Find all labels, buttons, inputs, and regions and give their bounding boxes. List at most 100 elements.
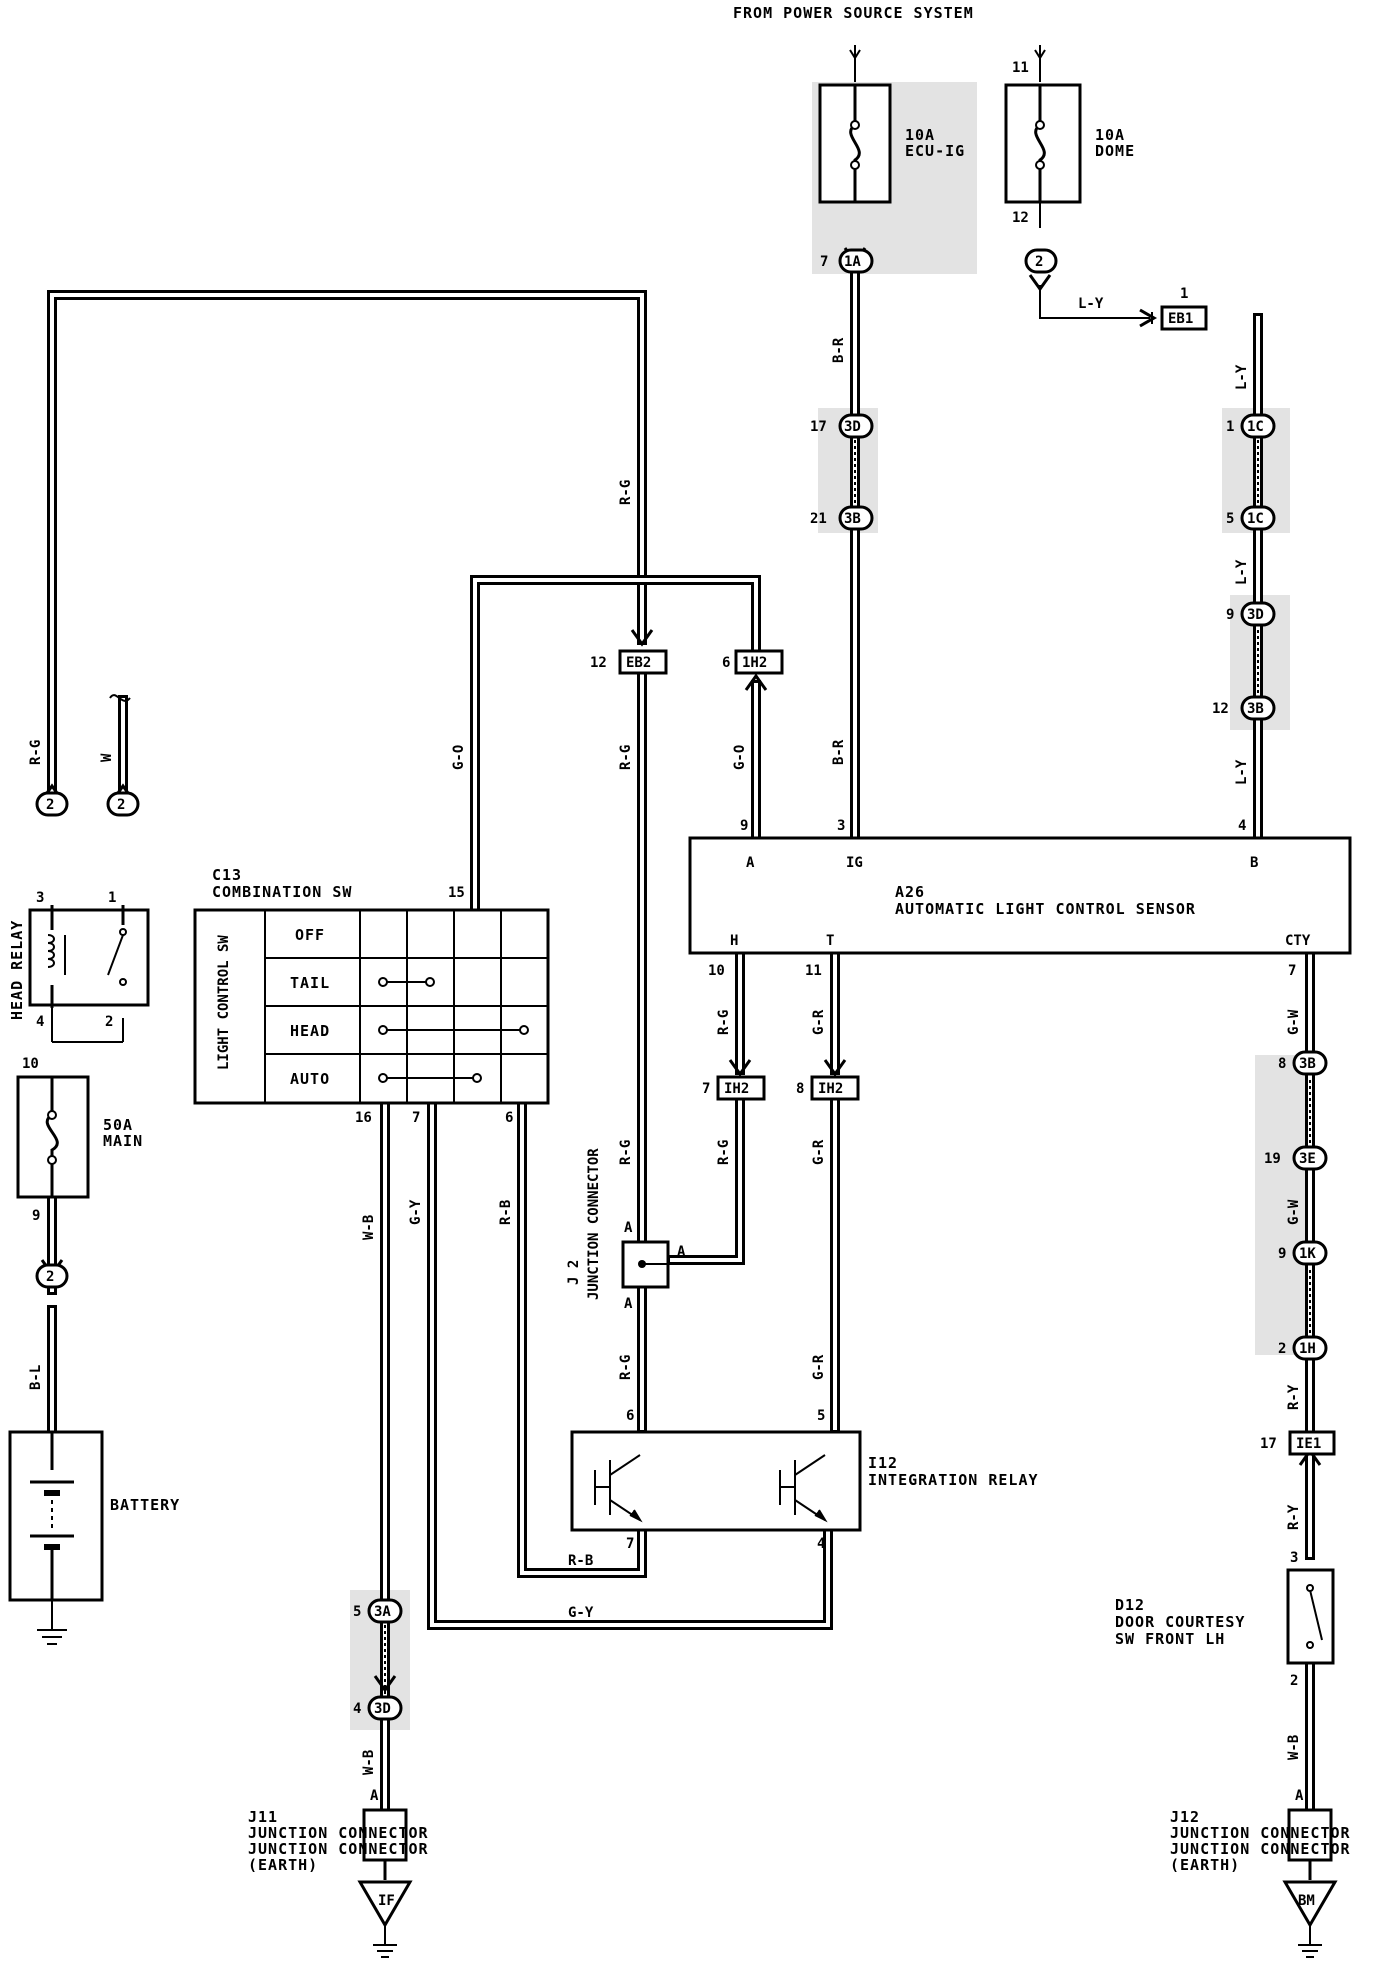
- auto-light-sensor: A IG B H T CTY A26 AUTOMATIC LIGHT CONTR…: [688, 818, 1352, 979]
- combo-pin-15: 15: [448, 885, 465, 901]
- svg-text:3D: 3D: [1247, 607, 1264, 623]
- svg-text:B-R: B-R: [831, 739, 847, 765]
- combo-pin-6: 6: [505, 1110, 513, 1126]
- connector-3E: 3E 19: [1264, 1145, 1328, 1171]
- ir-pin-4: 4: [817, 1536, 825, 1552]
- svg-text:G-R: G-R: [811, 1354, 827, 1380]
- connector-1H: 1H 2: [1278, 1335, 1328, 1361]
- svg-text:IH2: IH2: [724, 1081, 749, 1097]
- door-sw-code: D12: [1115, 1596, 1145, 1614]
- combo-pin-7: 7: [412, 1110, 420, 1126]
- svg-text:JUNCTION CONNECTOR: JUNCTION CONNECTOR: [1170, 1824, 1351, 1842]
- svg-text:G-Y: G-Y: [568, 1605, 594, 1621]
- sensor-pin-A: 9: [740, 818, 748, 834]
- sensor-term-CTY: CTY: [1285, 933, 1311, 949]
- combination-switch: C13 COMBINATION SW 15 OFF TAIL HEAD AUTO…: [193, 866, 550, 1126]
- svg-text:R-Y: R-Y: [1286, 1504, 1302, 1530]
- ir-pin-6: 6: [626, 1408, 634, 1424]
- combo-code: C13: [212, 866, 242, 884]
- svg-text:R-Y: R-Y: [1286, 1384, 1302, 1410]
- pos-head: HEAD: [290, 1022, 330, 1040]
- svg-text:R-G: R-G: [716, 1140, 732, 1165]
- sensor-term-B: B: [1250, 855, 1258, 871]
- svg-text:W-B: W-B: [361, 1215, 377, 1240]
- connector-1H2-top: 1H2 6: [722, 649, 784, 675]
- svg-text:1: 1: [1180, 286, 1188, 302]
- sensor-pin-T: 11: [805, 963, 822, 979]
- svg-text:IH2: IH2: [818, 1081, 843, 1097]
- svg-text:R-G: R-G: [716, 1010, 732, 1035]
- svg-text:R-G: R-G: [618, 745, 634, 770]
- combo-pin-16: 16: [355, 1110, 372, 1126]
- connector-3B-top: 3B 21: [810, 505, 874, 531]
- sensor-term-IG: IG: [846, 855, 863, 871]
- svg-text:L-Y: L-Y: [1234, 364, 1250, 390]
- pos-auto: AUTO: [290, 1070, 330, 1088]
- ir-pin-7: 7: [626, 1536, 634, 1552]
- svg-text:2: 2: [1278, 1341, 1286, 1357]
- svg-text:7: 7: [702, 1081, 710, 1097]
- svg-text:1C: 1C: [1247, 511, 1264, 527]
- dome-pin-out: 12: [1012, 210, 1029, 226]
- svg-text:5: 5: [353, 1604, 361, 1620]
- sensor-code: A26: [895, 883, 925, 901]
- connector-1K: 1K9: [1278, 1240, 1328, 1266]
- svg-text:6: 6: [722, 655, 730, 671]
- head-relay: 3 1 4 2 HEAD RELAY: [8, 890, 150, 1030]
- fuse-dome: 10A DOME 11 12: [1004, 60, 1135, 226]
- j11-junction: IF A J11 JUNCTION CONNECTOR JUNCTION CON…: [248, 1788, 429, 1928]
- svg-text:3D: 3D: [844, 419, 861, 435]
- svg-text:R-G: R-G: [618, 1140, 634, 1165]
- svg-text:3B: 3B: [844, 511, 861, 527]
- svg-text:G-W: G-W: [1286, 1199, 1302, 1225]
- connector-3B-cty: 3B8: [1278, 1050, 1328, 1076]
- svg-text:17: 17: [810, 419, 827, 435]
- svg-text:2: 2: [1290, 1673, 1298, 1689]
- svg-text:B-R: B-R: [831, 337, 847, 363]
- head-relay-pin-3: 3: [36, 890, 44, 906]
- svg-text:21: 21: [810, 511, 827, 527]
- svg-text:5: 5: [1226, 511, 1234, 527]
- svg-text:1A: 1A: [844, 254, 861, 270]
- svg-text:1H2: 1H2: [742, 655, 767, 671]
- sensor-pin-CTY: 7: [1288, 963, 1296, 979]
- svg-text:2: 2: [1035, 254, 1043, 270]
- svg-text:W-B: W-B: [361, 1750, 377, 1775]
- svg-text:12: 12: [1212, 701, 1229, 717]
- sensor-term-A: A: [746, 855, 755, 871]
- dome-rating: 10A: [1095, 126, 1125, 144]
- svg-text:JUNCTION CONNECTOR: JUNCTION CONNECTOR: [248, 1824, 429, 1842]
- svg-text:3B: 3B: [1299, 1056, 1316, 1072]
- svg-text:(EARTH): (EARTH): [1170, 1856, 1240, 1874]
- svg-text:7: 7: [820, 254, 828, 270]
- sensor-pin-B: 4: [1238, 818, 1246, 834]
- svg-text:3A: 3A: [374, 1604, 391, 1620]
- svg-text:17: 17: [1260, 1436, 1277, 1452]
- main-rating: 50A: [103, 1116, 133, 1134]
- svg-text:R-G: R-G: [28, 740, 44, 765]
- svg-text:2: 2: [46, 797, 54, 813]
- svg-text:IF: IF: [378, 1893, 395, 1909]
- svg-text:1H: 1H: [1299, 1341, 1316, 1357]
- connector-1C-a: 1C1: [1226, 413, 1276, 439]
- sensor-term-H: H: [730, 933, 738, 949]
- svg-text:G-W: G-W: [1286, 1009, 1302, 1035]
- svg-text:A: A: [677, 1244, 686, 1260]
- pos-off: OFF: [295, 926, 325, 944]
- svg-text:1K: 1K: [1299, 1246, 1316, 1262]
- svg-text:JUNCTION CONNECTOR: JUNCTION CONNECTOR: [1170, 1840, 1351, 1858]
- svg-text:12: 12: [590, 655, 607, 671]
- pos-tail: TAIL: [290, 974, 330, 992]
- svg-text:1C: 1C: [1247, 419, 1264, 435]
- svg-text:L-Y: L-Y: [1234, 759, 1250, 785]
- svg-text:3D: 3D: [374, 1701, 391, 1717]
- connector-3D-bottom: 3D4: [353, 1695, 403, 1721]
- svg-text:3E: 3E: [1299, 1151, 1316, 1167]
- dome-name: DOME: [1095, 142, 1135, 160]
- svg-text:19: 19: [1264, 1151, 1281, 1167]
- wire-color-labels: B-R B-R L-Y L-Y L-Y L-Y R-G R-G W G-O G-…: [28, 296, 1302, 1775]
- sensor-pin-IG: 3: [837, 818, 845, 834]
- svg-text:EB2: EB2: [626, 655, 651, 671]
